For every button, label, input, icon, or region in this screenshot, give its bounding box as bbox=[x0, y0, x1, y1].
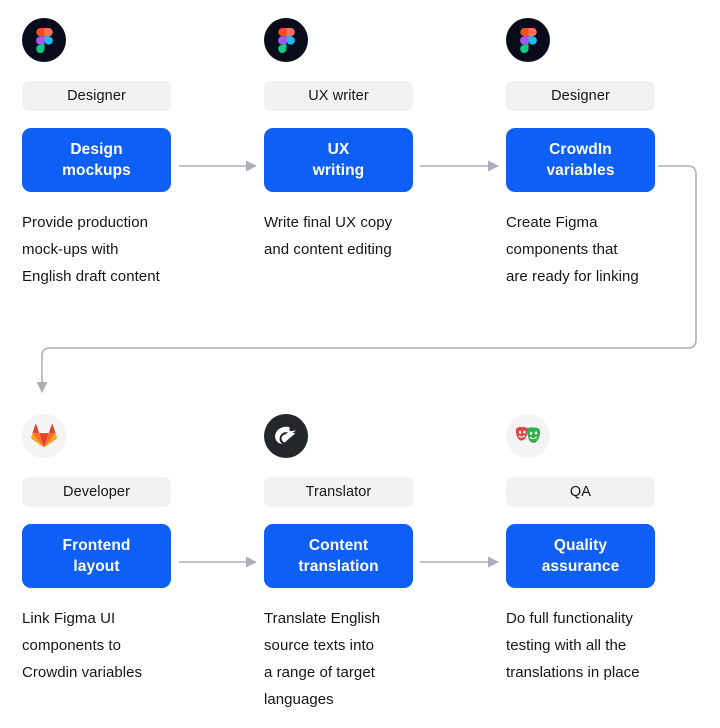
step-description: Link Figma UI components to Crowdin vari… bbox=[22, 605, 212, 686]
stage-label-line2: layout bbox=[73, 558, 120, 575]
step-description: Provide production mock-ups with English… bbox=[22, 209, 212, 290]
stage-label-line2: variables bbox=[546, 162, 615, 179]
description-line: source texts into bbox=[264, 637, 375, 654]
stage-label-line2: assurance bbox=[541, 558, 620, 575]
description-line: Link Figma UI bbox=[22, 610, 116, 627]
workflow-step-quality-assurance: QA Quality assurance Do full functionali… bbox=[506, 414, 655, 686]
description-line: languages bbox=[264, 691, 334, 708]
workflow-step-content-translation: Translator Content translation Translate… bbox=[264, 414, 413, 713]
role-pill: Translator bbox=[264, 477, 413, 507]
stage-label-line2: translation bbox=[298, 558, 379, 575]
stage-box[interactable]: UX writing bbox=[264, 128, 413, 192]
workflow-step-frontend-layout: Developer Frontend layout Link Figma UI … bbox=[22, 414, 171, 686]
stage-label-line1: CrowdIn bbox=[549, 141, 612, 158]
theater-masks-icon bbox=[506, 414, 550, 458]
stage-box[interactable]: CrowdIn variables bbox=[506, 128, 655, 192]
role-pill: QA bbox=[506, 477, 655, 507]
stage-box[interactable]: Design mockups bbox=[22, 128, 171, 192]
workflow-step-ux-writing: UX writer UX writing Write final UX copy… bbox=[264, 18, 413, 263]
description-line: English draft content bbox=[22, 268, 160, 285]
stage-label-line1: Content bbox=[308, 537, 369, 554]
step-description: Do full functionality testing with all t… bbox=[506, 605, 706, 686]
description-line: a range of target bbox=[264, 664, 375, 681]
description-line: Provide production bbox=[22, 214, 148, 231]
stage-label-line2: writing bbox=[312, 162, 365, 179]
description-line: components that bbox=[506, 241, 618, 258]
workflow-step-crowdin-variables: Designer CrowdIn variables Create Figma … bbox=[506, 18, 655, 290]
role-pill: Designer bbox=[22, 81, 171, 111]
stage-label-line2: mockups bbox=[62, 162, 131, 179]
description-line: are ready for linking bbox=[506, 268, 639, 285]
description-line: and content editing bbox=[264, 241, 392, 258]
stage-box[interactable]: Content translation bbox=[264, 524, 413, 588]
stage-box[interactable]: Quality assurance bbox=[506, 524, 655, 588]
step-description: Create Figma components that are ready f… bbox=[506, 209, 706, 290]
description-line: testing with all the bbox=[506, 637, 627, 654]
role-pill: UX writer bbox=[264, 81, 413, 111]
step-description: Write final UX copy and content editing bbox=[264, 209, 454, 263]
stage-box[interactable]: Frontend layout bbox=[22, 524, 171, 588]
description-line: Translate English bbox=[264, 610, 381, 627]
description-line: Do full functionality bbox=[506, 610, 633, 627]
description-line: Crowdin variables bbox=[22, 664, 143, 681]
figma-icon bbox=[22, 18, 66, 62]
description-line: translations in place bbox=[506, 664, 640, 681]
stage-label-line1: Quality bbox=[553, 537, 608, 554]
role-pill: Developer bbox=[22, 477, 171, 507]
crowdin-icon bbox=[264, 414, 308, 458]
gitlab-icon bbox=[22, 414, 66, 458]
description-line: components to bbox=[22, 637, 122, 654]
stage-label-line1: UX bbox=[327, 141, 350, 158]
description-line: Write final UX copy bbox=[264, 214, 393, 231]
figma-icon bbox=[264, 18, 308, 62]
description-line: Create Figma bbox=[506, 214, 598, 231]
description-line: mock-ups with bbox=[22, 241, 119, 258]
workflow-step-design-mockups: Designer Design mockups Provide producti… bbox=[22, 18, 171, 290]
stage-label-line1: Design bbox=[70, 141, 123, 158]
figma-icon bbox=[506, 18, 550, 62]
step-description: Translate English source texts into a ra… bbox=[264, 605, 454, 713]
stage-label-line1: Frontend bbox=[62, 537, 131, 554]
role-pill: Designer bbox=[506, 81, 655, 111]
